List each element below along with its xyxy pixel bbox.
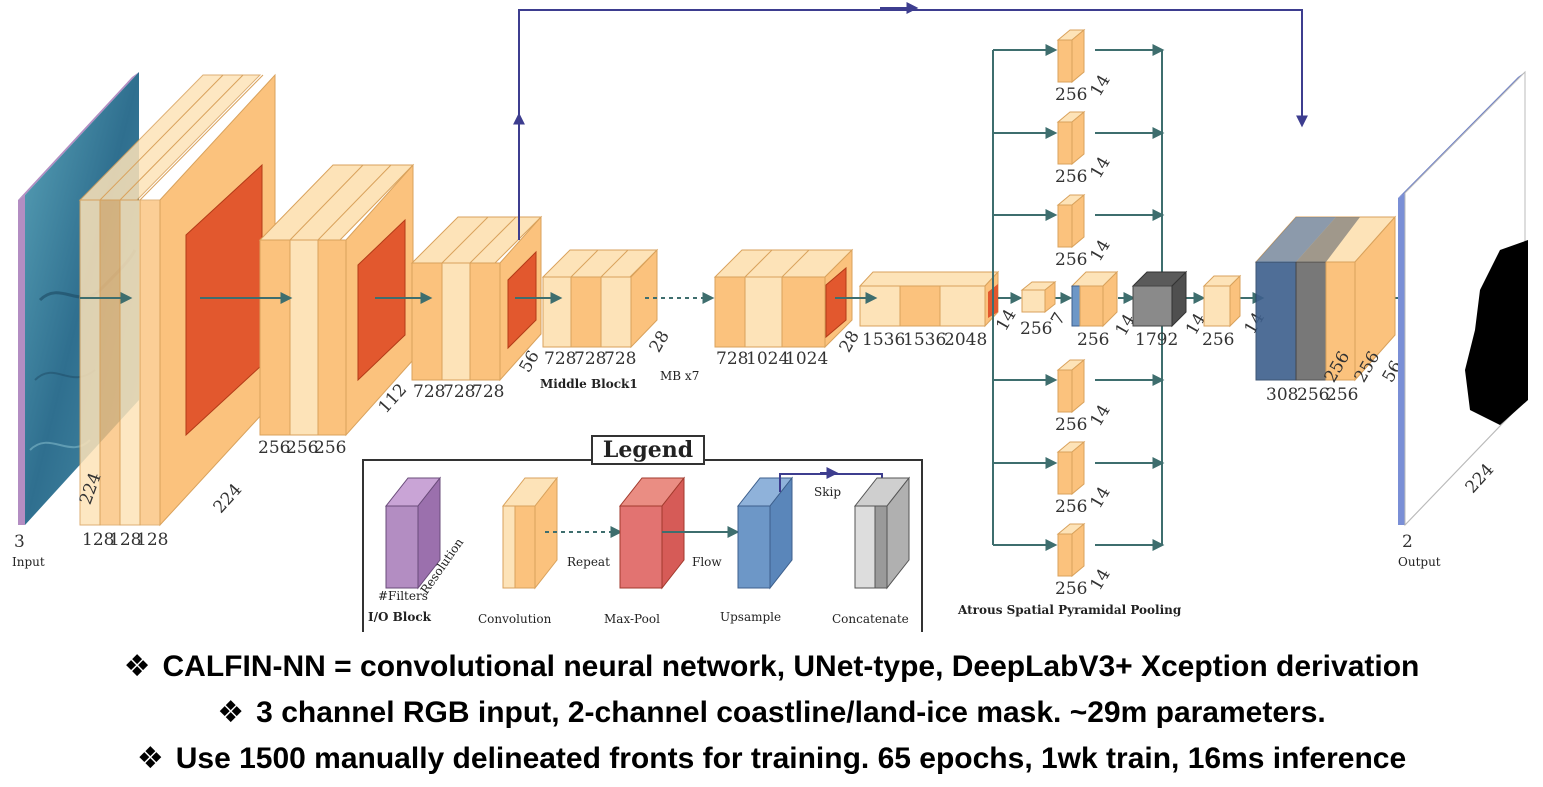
aspp-branch-filters: 256 [1055, 497, 1087, 517]
aspp-upsample-block [1070, 270, 1119, 328]
legend-concat-label: Concatenate [832, 612, 909, 626]
bullet-2-text: 3 channel RGB input, 2-channel coastline… [256, 696, 1326, 729]
aspp-branch-resolution: 14 [1087, 483, 1115, 512]
legend-upsample-label: Upsample [720, 610, 781, 624]
enc1-filter-1: 128 [82, 530, 114, 550]
input-label: Input [12, 555, 45, 569]
decoder-block [1254, 215, 1397, 382]
summary-bullets: ❖ CALFIN-NN = convolutional neural networ… [0, 644, 1543, 782]
encoder-block-1 [78, 73, 276, 527]
dec-filter-2: 256 [1297, 385, 1329, 405]
aspp-pool-block [1020, 280, 1057, 314]
legend-maxpool-icon [618, 476, 686, 590]
enc3-filter-3: 728 [472, 382, 504, 402]
output-mask [1465, 240, 1528, 425]
exit2-filter-1: 1536 [862, 330, 905, 350]
legend-skip-label: Skip [814, 485, 841, 499]
aspp-label: Atrous Spatial Pyramidal Pooling [957, 603, 1182, 617]
output-resolution: 224 [1462, 460, 1499, 498]
exit2-filter-2: 1536 [903, 330, 946, 350]
legend-filters-label: #Filters [378, 589, 428, 603]
aspp-branch-filters: 256 [1055, 167, 1087, 187]
encoder-block-2 [258, 163, 415, 437]
enc3-filter-2: 728 [443, 382, 475, 402]
aspp-branch-resolution: 14 [1087, 565, 1115, 594]
output-label: Output [1398, 555, 1441, 569]
aspp-out-filters: 256 [1202, 330, 1234, 350]
middle-block-label: Middle Block1 [540, 377, 638, 391]
legend-io-label: I/O Block [368, 610, 432, 624]
legend-concat-icon [853, 476, 911, 590]
aspp-branch-filters: 256 [1055, 250, 1087, 270]
aspp-branch-cube [1056, 522, 1086, 578]
bullet-2: ❖ 3 channel RGB input, 2-channel coastlin… [0, 690, 1543, 736]
repeat-label: MB x7 [660, 369, 699, 383]
output-filters: 2 [1402, 532, 1413, 552]
legend-conv-label: Convolution [478, 612, 552, 626]
enc2-filter-1: 256 [258, 438, 290, 458]
aspp-branch-filters: 256 [1055, 415, 1087, 435]
enc2-filter-2: 256 [286, 438, 318, 458]
legend-repeat-label: Repeat [567, 555, 610, 569]
exit-block-2 [858, 270, 1000, 328]
aspp-branch-resolution: 14 [1087, 236, 1115, 265]
middle-block-1 [541, 248, 659, 349]
aspp-branch-resolution: 14 [1087, 153, 1115, 182]
aspp-branch-filters: 256 [1055, 85, 1087, 105]
mid1-filter-3: 728 [604, 349, 636, 369]
exit-block [713, 248, 854, 349]
diamond-bullet-icon: ❖ [136, 741, 164, 776]
aspp-concat-block [1131, 270, 1188, 328]
dec-filter-3: 256 [1326, 385, 1358, 405]
bullet-1-text: CALFIN-NN = convolutional neural network… [162, 650, 1420, 683]
architecture-diagram: 3 Input 128 128 128 224 224 256 256 256 … [12, 2, 1528, 632]
output-block [1398, 70, 1528, 527]
aspp-branch-filters: 256 [1055, 579, 1087, 599]
legend: Legend #Filters Resolution I/O Block Con… [362, 435, 923, 632]
exit-filter-3: 1024 [785, 349, 828, 369]
mid1-filter-1: 728 [544, 349, 576, 369]
enc3-filter-1: 728 [413, 382, 445, 402]
diamond-bullet-icon: ❖ [217, 695, 245, 730]
bullet-3: ❖ Use 1500 manually delineated fronts for… [0, 736, 1543, 782]
exit-filter-1: 728 [716, 349, 748, 369]
dec-filter-1: 308 [1266, 385, 1298, 405]
aspp-branch-cube [1056, 358, 1086, 414]
input-filters: 3 [14, 532, 25, 552]
exit-filter-2: 1024 [746, 349, 789, 369]
enc2-filter-3: 256 [314, 438, 346, 458]
diamond-bullet-icon: ❖ [123, 649, 151, 684]
enc1-resolution: 224 [210, 480, 247, 517]
legend-io-icon [384, 476, 442, 590]
aspp-out-block [1202, 274, 1242, 328]
skip-connection [513, 2, 1308, 240]
bullet-3-text: Use 1500 manually delineated fronts for … [175, 742, 1407, 775]
enc1-filter-2: 128 [109, 530, 141, 550]
legend-maxpool-label: Max-Pool [604, 612, 660, 626]
pool-filters: 256 [1020, 319, 1052, 339]
upsample-filters: 256 [1077, 330, 1109, 350]
aspp-branch-cube [1056, 193, 1086, 249]
aspp-module [992, 44, 1165, 551]
concat-filters: 1792 [1135, 330, 1178, 350]
aspp-branch-cube [1056, 28, 1086, 84]
enc1-filter-3: 128 [136, 530, 168, 550]
aspp-branch-resolution: 14 [1087, 401, 1115, 430]
legend-title: Legend [603, 437, 693, 463]
legend-upsample-icon [736, 476, 794, 590]
aspp-branch-cube [1056, 110, 1086, 166]
bullet-1: ❖ CALFIN-NN = convolutional neural networ… [0, 644, 1543, 690]
aspp-branch-cube [1056, 440, 1086, 496]
mid1-filter-2: 728 [574, 349, 606, 369]
mid1-resolution: 28 [646, 327, 674, 356]
legend-flow-label: Flow [692, 555, 722, 569]
exit2-filter-3: 2048 [944, 330, 987, 350]
aspp-branch-resolution: 14 [1087, 71, 1115, 100]
